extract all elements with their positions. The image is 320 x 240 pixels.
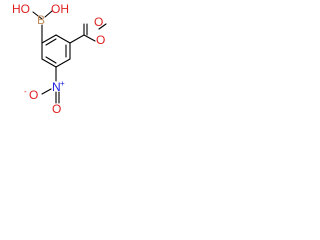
nitro-oxygen-left-label: O (29, 88, 38, 102)
boron-oh-left-bond (32, 11, 43, 20)
chemical-structure: B HO OH O O N + O - O (12, 2, 107, 116)
nitro-oxygen-left-charge: - (24, 87, 27, 96)
boron-oh-right-bond (44, 10, 53, 18)
hydroxyl-left-label: HO (12, 2, 30, 16)
nitro-nitrogen-label: N (52, 80, 61, 94)
ring-bond-2 (55, 34, 71, 44)
ring-carbonyl-bond (69, 34, 85, 44)
ring-double-bond-1 (45, 38, 57, 46)
methyl-ester-group: O O (69, 15, 107, 47)
ester-oxygen-label: O (94, 15, 103, 29)
boron-atom-label: B (37, 13, 45, 27)
nitro-o-left-bond (41, 88, 52, 95)
ring-bond-1 (41, 34, 57, 44)
ester-o-bond (83, 34, 96, 42)
hydroxyl-right-label: OH (51, 2, 69, 16)
ring-bond-5 (41, 58, 57, 68)
ester-methyl-bond (98, 23, 107, 30)
nitro-nitrogen-charge: + (60, 79, 65, 88)
nitro-group: N + O - O (24, 66, 65, 116)
carbonyl-oxygen-label: O (96, 33, 105, 47)
ring-double-bond-3 (45, 56, 57, 64)
nitro-oxygen-top-label: O (52, 102, 61, 116)
ring-bond-4 (55, 58, 71, 68)
benzene-ring (41, 34, 71, 68)
boronic-acid-group: B HO OH (12, 2, 69, 44)
